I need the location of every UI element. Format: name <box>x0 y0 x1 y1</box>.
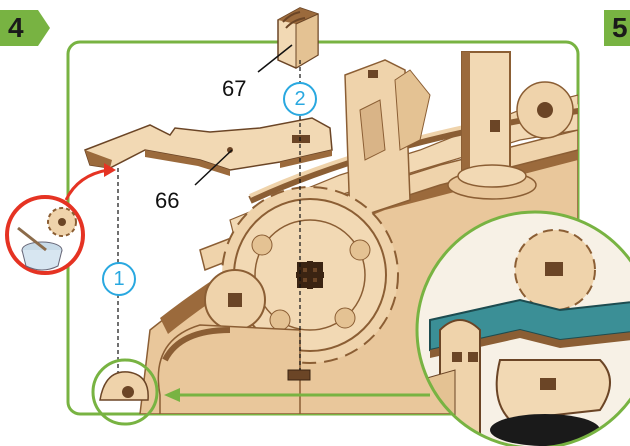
callout-2-circle: 2 <box>283 82 317 116</box>
part-67-label: 67 <box>222 78 246 100</box>
wax-pot-icon <box>7 197 83 273</box>
part-66-label: 66 <box>155 190 179 212</box>
wax-arrow <box>66 170 108 200</box>
callout-1-circle: 1 <box>102 262 136 296</box>
part-67-piece <box>278 8 318 68</box>
part-66-piece <box>85 118 332 176</box>
